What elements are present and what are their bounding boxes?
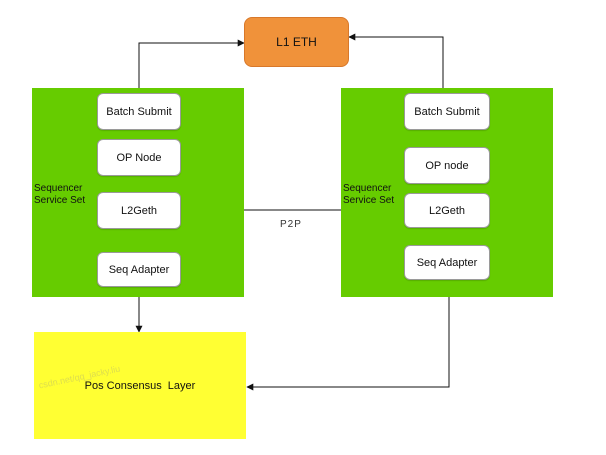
pos-consensus-layer: Pos Consensus Layer: [34, 332, 246, 439]
edge-right-batch-to-l1: [348, 33, 444, 93]
left-op-node: OP Node: [97, 139, 181, 176]
edge-left-batch-to-l1: [138, 39, 245, 93]
node-label: Batch Submit: [414, 105, 480, 118]
node-label: L2Geth: [120, 204, 158, 217]
left-service-set-title: Sequencer Service Set: [34, 183, 85, 207]
node-label: OP Node: [116, 151, 162, 164]
right-title-line2: Service Set: [343, 195, 395, 206]
edge-consensus-to-right-adapter: [246, 279, 453, 391]
node-label: Batch Submit: [106, 105, 172, 118]
right-seq-adapter-node: Seq Adapter: [404, 245, 490, 280]
l1-eth-node: L1 ETH: [244, 17, 349, 67]
left-l2geth-node: L2Geth: [97, 192, 181, 229]
right-title-line1: Sequencer: [343, 183, 392, 194]
left-title-line1: Sequencer: [34, 183, 83, 194]
l1-eth-label: L1 ETH: [276, 35, 317, 49]
right-batch-submit-node: Batch Submit: [404, 93, 490, 130]
right-l2geth-node: L2Geth: [404, 193, 490, 228]
consensus-label: Pos Consensus Layer: [84, 379, 196, 392]
node-label: L2Geth: [428, 204, 466, 217]
p2p-text: P2P: [280, 219, 302, 230]
p2p-label: P2P: [280, 219, 302, 230]
left-title-line2: Service Set: [34, 195, 86, 206]
left-batch-submit-node: Batch Submit: [97, 93, 181, 130]
node-label: OP node: [425, 159, 469, 172]
node-label: Seq Adapter: [108, 263, 170, 276]
right-service-set-title: Sequencer Service Set: [343, 183, 394, 207]
right-op-node: OP node: [404, 147, 490, 184]
node-label: Seq Adapter: [416, 256, 478, 269]
left-seq-adapter-node: Seq Adapter: [97, 252, 181, 287]
